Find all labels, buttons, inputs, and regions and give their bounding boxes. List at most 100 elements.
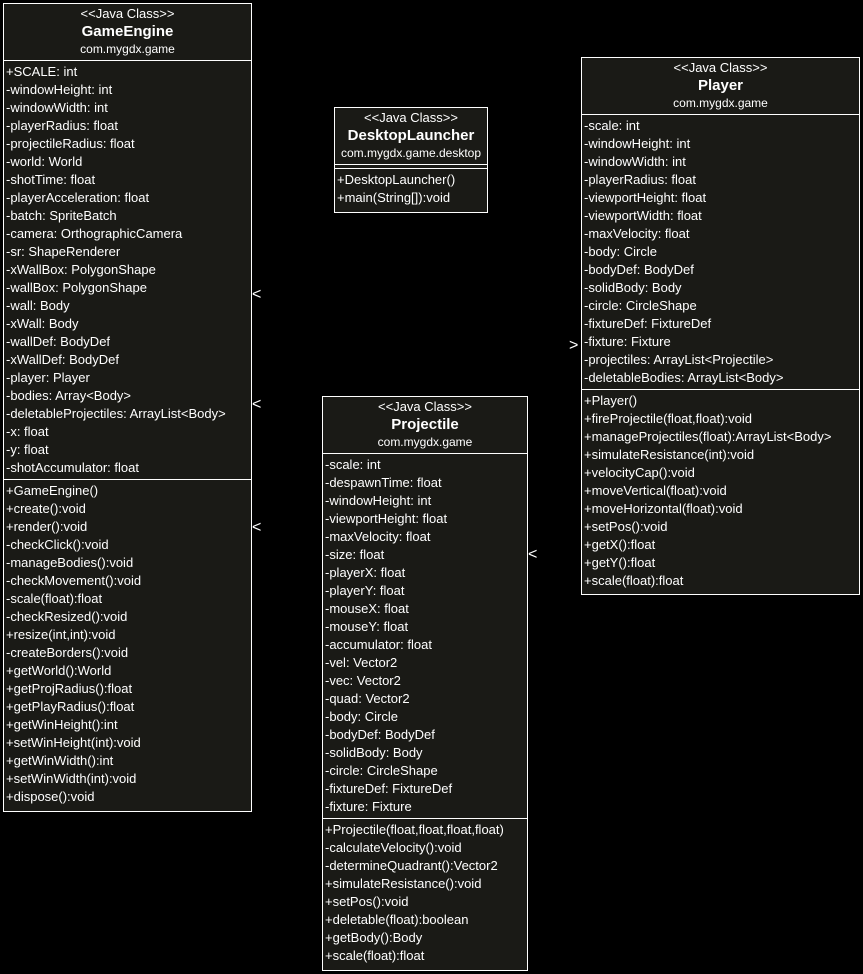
class-attribute: +SCALE: int [6, 64, 78, 79]
class-method: -determineQuadrant():Vector2 [325, 858, 498, 873]
class-method: -createBorders():void [6, 645, 129, 660]
class-attribute: -body: Circle [584, 244, 657, 259]
class-method: +setWinWidth(int):void [6, 771, 137, 786]
class-method: +simulateResistance(int):void [584, 447, 755, 462]
class-method: +scale(float):float [584, 573, 684, 588]
class-attribute: -solidBody: Body [584, 280, 682, 295]
class-attribute: -size: float [325, 547, 385, 562]
attributes-section: -scale: int -windowHeight: int -windowWidt… [582, 115, 859, 390]
class-method: +create():void [6, 501, 86, 516]
class-attribute: -wallDef: BodyDef [6, 334, 111, 349]
class-attribute: -maxVelocity: float [584, 226, 690, 241]
class-method: +getBody():Body [325, 930, 423, 945]
class-name: DesktopLauncher [347, 127, 475, 144]
association-arrowhead: > [569, 337, 579, 354]
class-header: <<Java Class>> DesktopLauncher com.mygdx… [335, 108, 487, 165]
class-stereotype: <<Java Class>> [673, 60, 768, 75]
class-attribute: -wall: Body [6, 298, 70, 313]
class-stereotype: <<Java Class>> [364, 110, 458, 125]
class-attribute: -projectileRadius: float [6, 136, 135, 151]
class-attribute: -despawnTime: float [325, 475, 442, 490]
class-method: +getProjRadius():float [6, 681, 133, 696]
class-method: +getY():float [584, 555, 656, 570]
class-stereotype: <<Java Class>> [378, 399, 472, 414]
attributes-section [335, 165, 487, 169]
methods-section: +Player()+fireProjectile(float,float):vo… [582, 390, 859, 592]
class-method: +getWinWidth():int [6, 753, 114, 768]
class-attribute: -scale: int [325, 457, 381, 472]
class-attribute: -windowWidth: int [6, 100, 108, 115]
class-attribute: -x: float [6, 424, 49, 439]
class-method: +manageProjectiles(float):ArrayList<Body… [584, 429, 832, 444]
class-method: +Projectile(float,float,float,float) [325, 822, 504, 837]
class-attribute: -bodies: Array<Body> [6, 388, 132, 403]
class-method: +getX():float [584, 537, 656, 552]
class-attribute: -windowHeight: int [325, 493, 432, 508]
class-method: +moveHorizontal(float):void [584, 501, 743, 516]
class-attribute: -world: World [6, 154, 83, 169]
class-attribute: -xWall: Body [6, 316, 79, 331]
class-method: +dispose():void [6, 789, 95, 804]
class-projectile[interactable]: <<Java Class>> Projectile com.mygdx.game… [322, 396, 528, 971]
class-attribute: -viewportHeight: float [584, 190, 707, 205]
class-attribute: -projectiles: ArrayList<Projectile> [584, 352, 774, 367]
class-attribute: -xWallDef: BodyDef [6, 352, 119, 367]
class-attribute: -camera: OrthographicCamera [6, 226, 183, 241]
class-method: +moveVertical(float):void [584, 483, 727, 498]
class-method: +resize(int,int):void [6, 627, 116, 642]
class-attribute: -body: Circle [325, 709, 398, 724]
class-attribute: -deletableBodies: ArrayList<Body> [584, 370, 784, 385]
attributes-section: +SCALE: int -windowHeight: int -windowWidt… [4, 61, 251, 480]
class-attribute: -viewportWidth: float [584, 208, 702, 223]
methods-section: +DesktopLauncher()+main(String[]):void [335, 169, 487, 209]
class-attribute: -y: float [6, 442, 49, 457]
methods-section: +GameEngine()+create():void+render():voi… [4, 480, 251, 808]
class-attribute: -windowHeight: int [6, 82, 113, 97]
class-attribute: -player: Player [6, 370, 90, 385]
class-method: +getPlayRadius():float [6, 699, 135, 714]
association-arrowhead: < [252, 286, 262, 303]
class-method: -checkMovement():void [6, 573, 142, 588]
class-attribute: -playerY: float [325, 583, 405, 598]
attributes-section: -scale: int -despawnTime: float -windowHei… [323, 454, 527, 819]
class-method: +setPos():void [584, 519, 668, 534]
class-attribute: -shotTime: float [6, 172, 96, 187]
class-attribute: -viewportHeight: float [325, 511, 448, 526]
class-name: Projectile [391, 416, 459, 433]
class-header: <<Java Class>> Projectile com.mygdx.game [323, 397, 527, 454]
class-method: +fireProjectile(float,float):void [584, 411, 752, 426]
class-attribute: -vel: Vector2 [325, 655, 398, 670]
class-attribute: -mouseY: float [325, 619, 409, 634]
class-gameengine[interactable]: <<Java Class>> GameEngine com.mygdx.game… [3, 3, 252, 812]
class-method: +simulateResistance():void [325, 876, 482, 891]
class-attribute: -circle: CircleShape [584, 298, 697, 313]
class-method: +scale(float):float [325, 948, 425, 963]
class-method: +deletable(float):boolean [325, 912, 469, 927]
class-attribute: -accumulator: float [325, 637, 432, 652]
class-attribute: -windowHeight: int [584, 136, 691, 151]
class-attribute: -windowWidth: int [584, 154, 686, 169]
class-method: -checkResized():void [6, 609, 128, 624]
class-package: com.mygdx.game [673, 96, 768, 110]
class-attribute: -sr: ShapeRenderer [6, 244, 121, 259]
class-attribute: -scale: int [584, 118, 640, 133]
class-attribute: -mouseX: float [325, 601, 409, 616]
class-desktoplauncher[interactable]: <<Java Class>> DesktopLauncher com.mygdx… [334, 107, 488, 213]
class-package: com.mygdx.game [377, 435, 473, 449]
class-method: +setPos():void [325, 894, 409, 909]
class-attribute: -batch: SpriteBatch [6, 208, 117, 223]
class-attribute: -bodyDef: BodyDef [325, 727, 435, 742]
class-attribute: -fixtureDef: FixtureDef [325, 781, 453, 796]
association-arrowhead: < [252, 396, 262, 413]
class-method: +DesktopLauncher() [337, 172, 456, 187]
class-attribute: -fixture: Fixture [584, 334, 671, 349]
class-method: +getWinHeight():int [6, 717, 118, 732]
class-player[interactable]: <<Java Class>> Player com.mygdx.game -sc… [581, 57, 860, 595]
class-attribute: -fixture: Fixture [325, 799, 412, 814]
class-attribute: -playerRadius: float [6, 118, 118, 133]
class-method: -calculateVelocity():void [325, 840, 462, 855]
class-attribute: -fixtureDef: FixtureDef [584, 316, 712, 331]
class-header: <<Java Class>> Player com.mygdx.game [582, 58, 859, 115]
class-attribute: -solidBody: Body [325, 745, 423, 760]
class-method: +GameEngine() [6, 483, 99, 498]
